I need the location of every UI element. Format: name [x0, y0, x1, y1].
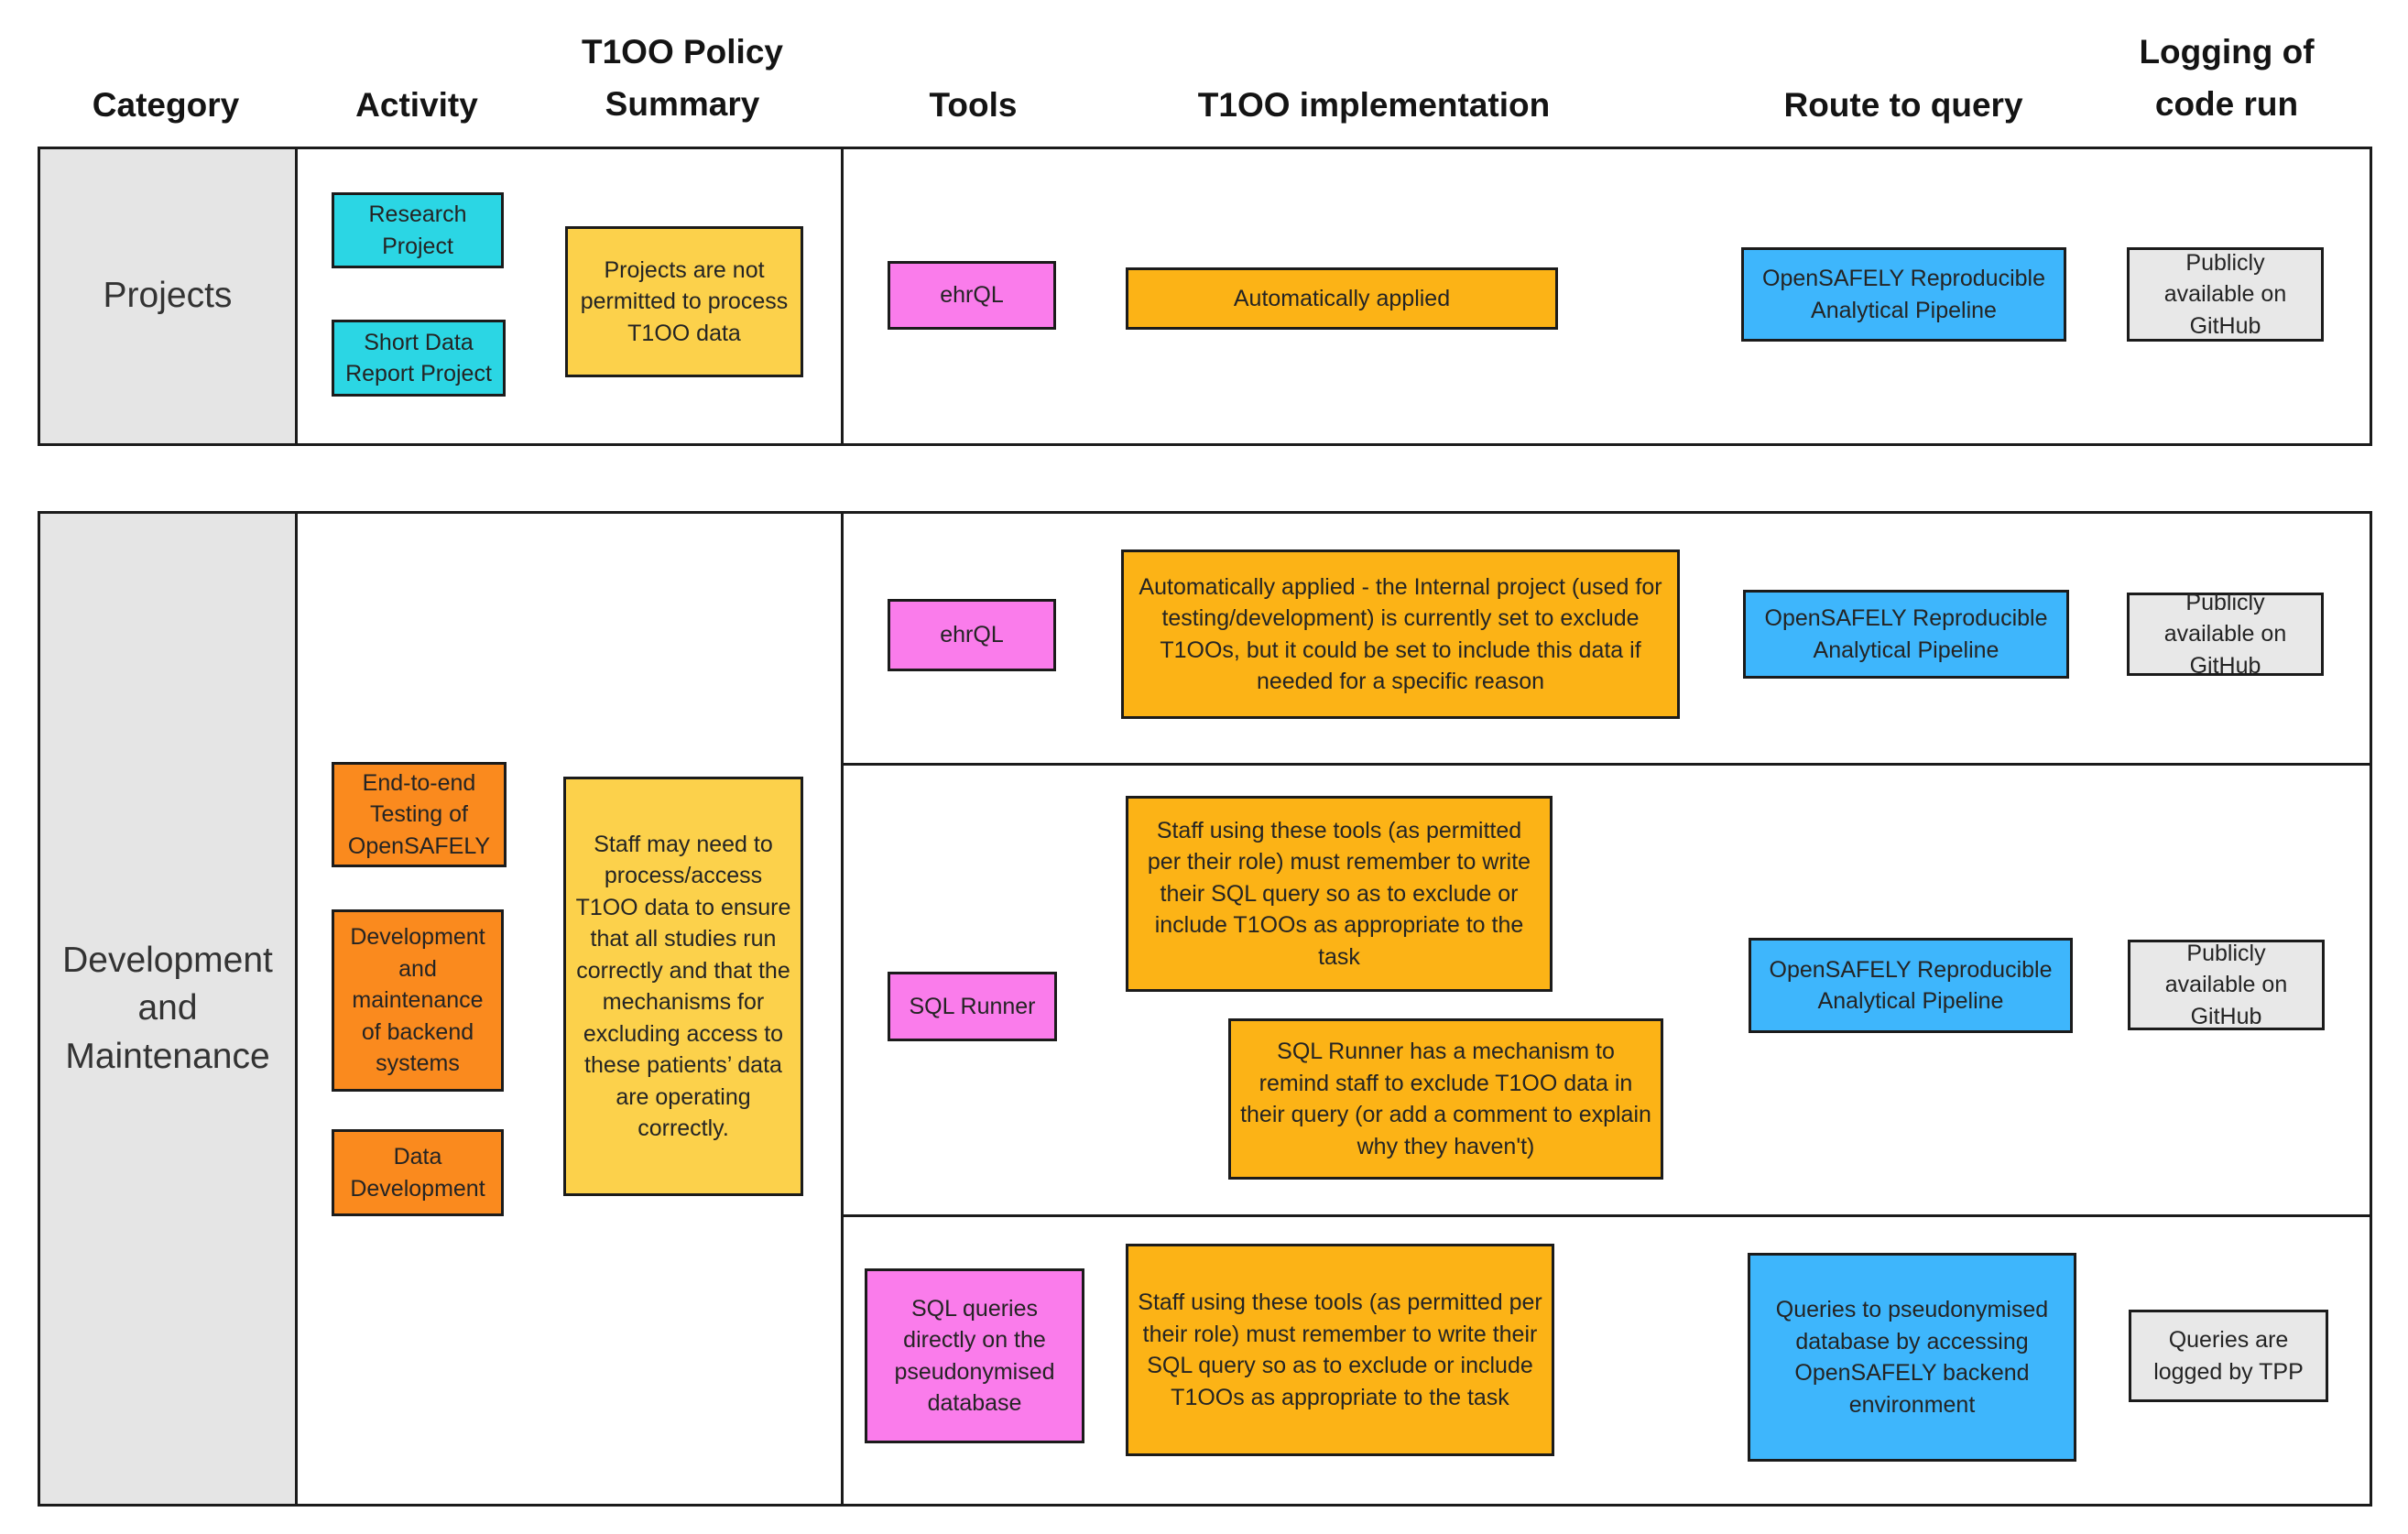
column-divider	[841, 514, 844, 1504]
activity-box: Data Development	[332, 1129, 504, 1216]
logging-box: Publicly available on GitHub	[2127, 247, 2324, 342]
policy-summary-box: Projects are not permitted to process T1…	[565, 226, 803, 377]
header-route: Route to query	[1783, 86, 2023, 124]
column-divider	[841, 149, 844, 443]
activity-box: Short Data Report Project	[332, 320, 506, 397]
activity-box: Development and maintenance of backend s…	[332, 909, 504, 1092]
category-label: Development and Maintenance	[62, 940, 273, 1076]
logging-box: Queries are logged by TPP	[2129, 1310, 2328, 1402]
implementation-box: Automatically applied - the Internal pro…	[1121, 549, 1680, 719]
route-box: OpenSAFELY Reproducible Analytical Pipel…	[1741, 247, 2066, 342]
policy-summary-box: Staff may need to process/access T1OO da…	[563, 777, 803, 1196]
tool-box: ehrQL	[888, 599, 1056, 671]
tool-box: ehrQL	[888, 261, 1056, 330]
logging-box: Publicly available on GitHub	[2127, 590, 2324, 679]
header-tools: Tools	[929, 86, 1018, 124]
tool-box: SQL Runner	[888, 972, 1057, 1041]
header-activity: Activity	[355, 86, 478, 124]
route-box: OpenSAFELY Reproducible Analytical Pipel…	[1743, 590, 2069, 679]
header-category: Category	[92, 86, 240, 124]
implementation-box: Staff using these tools (as permitted pe…	[1126, 796, 1553, 992]
route-box: Queries to pseudonymised database by acc…	[1748, 1253, 2076, 1462]
subrow-divider	[841, 763, 2370, 766]
implementation-box: SQL Runner has a mechanism to remind sta…	[1228, 1018, 1663, 1180]
header-implementation: T1OO implementation	[1197, 86, 1551, 124]
header-policy-summary: T1OO Policy Summary	[581, 33, 783, 123]
subrow-divider	[841, 1214, 2370, 1217]
category-label: Projects	[103, 276, 233, 316]
implementation-box: Automatically applied	[1126, 267, 1558, 330]
activity-box: Research Project	[332, 192, 504, 268]
route-box: OpenSAFELY Reproducible Analytical Pipel…	[1749, 938, 2073, 1033]
category-cell: Development and Maintenance	[40, 514, 298, 1504]
implementation-box: Staff using these tools (as permitted pe…	[1126, 1244, 1554, 1456]
category-cell: Projects	[40, 149, 298, 443]
logging-box: Publicly available on GitHub	[2128, 940, 2325, 1030]
tool-box: SQL queries directly on the pseudonymise…	[865, 1268, 1084, 1443]
header-logging: Logging of code run	[2139, 33, 2315, 123]
activity-box: End-to-end Testing of OpenSAFELY	[332, 762, 507, 867]
